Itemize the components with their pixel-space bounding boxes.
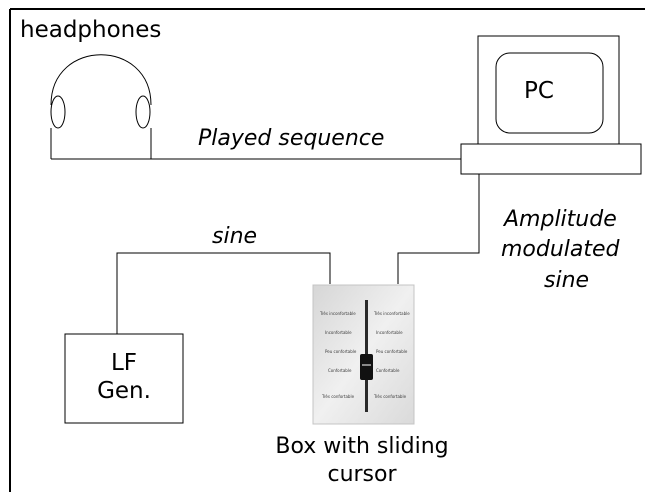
am-sine-label: Amplitude modulated sine: [501, 207, 621, 293]
svg-text:modulated: modulated: [501, 237, 621, 262]
slider-box-photo: Très inconfortable Inconfortable Peu con…: [312, 284, 415, 425]
sine-wire: [116, 252, 331, 334]
scale-left-1: Très inconfortable: [319, 311, 356, 316]
played-sequence-label: Played sequence: [198, 126, 384, 151]
lf-gen-box: [64, 333, 184, 424]
scale-right-5: Très confortable: [373, 394, 407, 399]
scale-right-4: Confortable: [376, 368, 400, 373]
slider-cursor: [360, 354, 373, 380]
scale-left-5: Très confortable: [321, 394, 355, 399]
svg-text:Amplitude: Amplitude: [502, 207, 617, 232]
svg-text:Box with sliding: Box with sliding: [275, 434, 448, 459]
svg-text:sine: sine: [544, 268, 589, 293]
headphones-label: headphones: [20, 17, 161, 43]
slider-box-label: Box with sliding cursor: [275, 434, 448, 487]
scale-left-4: Confortable: [328, 368, 352, 373]
sine-label: sine: [212, 224, 257, 249]
pc-label: PC: [524, 78, 554, 104]
scale-right-2: Inconfortable: [376, 330, 403, 335]
svg-text:Gen.: Gen.: [97, 378, 151, 404]
scale-right-1: Très inconfortable: [373, 311, 410, 316]
lf-gen-label: LF Gen.: [97, 350, 151, 404]
svg-text:cursor: cursor: [327, 462, 397, 487]
outer-frame: [9, 8, 645, 492]
pc-icon: [460, 35, 642, 175]
svg-text:LF: LF: [111, 350, 137, 376]
headphones-icon: [50, 54, 152, 159]
scale-left-3: Peu confortable: [325, 349, 357, 354]
scale-right-3: Peu confortable: [376, 349, 408, 354]
am-sine-wire: [397, 174, 480, 284]
scale-left-2: Inconfortable: [325, 330, 352, 335]
